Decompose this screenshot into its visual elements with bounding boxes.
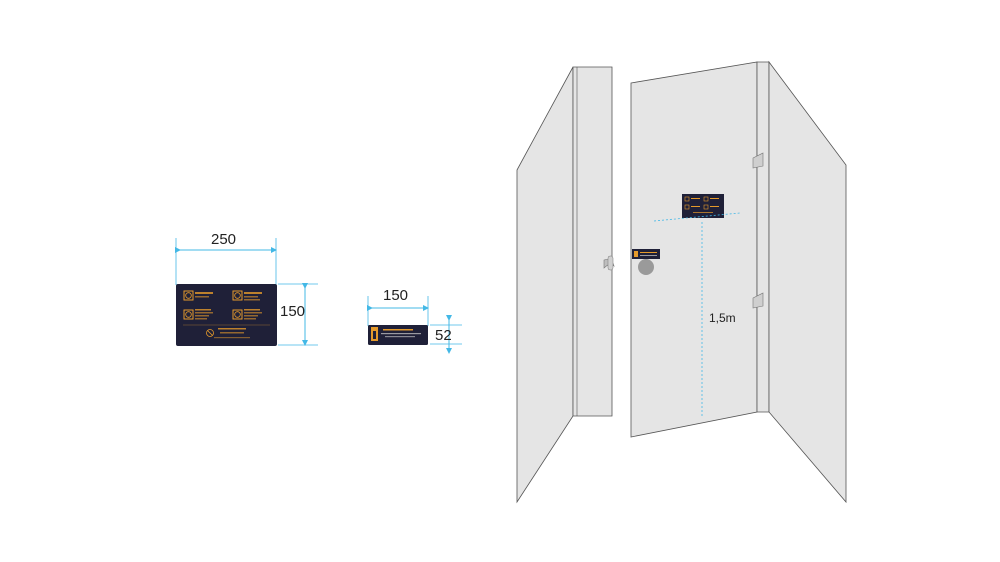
no-pets-icon [232, 309, 262, 320]
door-knob [638, 259, 654, 275]
small-sign-height-label: 52 [435, 327, 452, 344]
large-sign-dimensions [175, 238, 318, 346]
left-front-panel [572, 66, 613, 417]
no-fire-icon [232, 290, 262, 301]
door-handle-icon [603, 255, 615, 271]
small-sign-dimensions [367, 296, 462, 354]
small-sign-width-label: 150 [383, 287, 409, 304]
lower-hinge [752, 292, 764, 309]
right-post [756, 61, 770, 413]
large-sign-height-label: 150 [280, 303, 306, 320]
no-food-icon [183, 309, 213, 320]
upper-hinge [752, 152, 764, 169]
small-sign [368, 325, 428, 345]
door-large-sign [682, 194, 724, 218]
large-sign-width-label: 250 [211, 231, 237, 248]
door-small-sign [632, 249, 660, 259]
no-smoking-icon [183, 290, 213, 301]
large-sign [176, 284, 277, 346]
mount-height-label: 1,5m [709, 311, 736, 325]
warning-icon [206, 329, 214, 337]
left-side-wall [516, 66, 574, 504]
cubicle-illustration [516, 60, 847, 504]
right-side-wall [768, 60, 847, 504]
